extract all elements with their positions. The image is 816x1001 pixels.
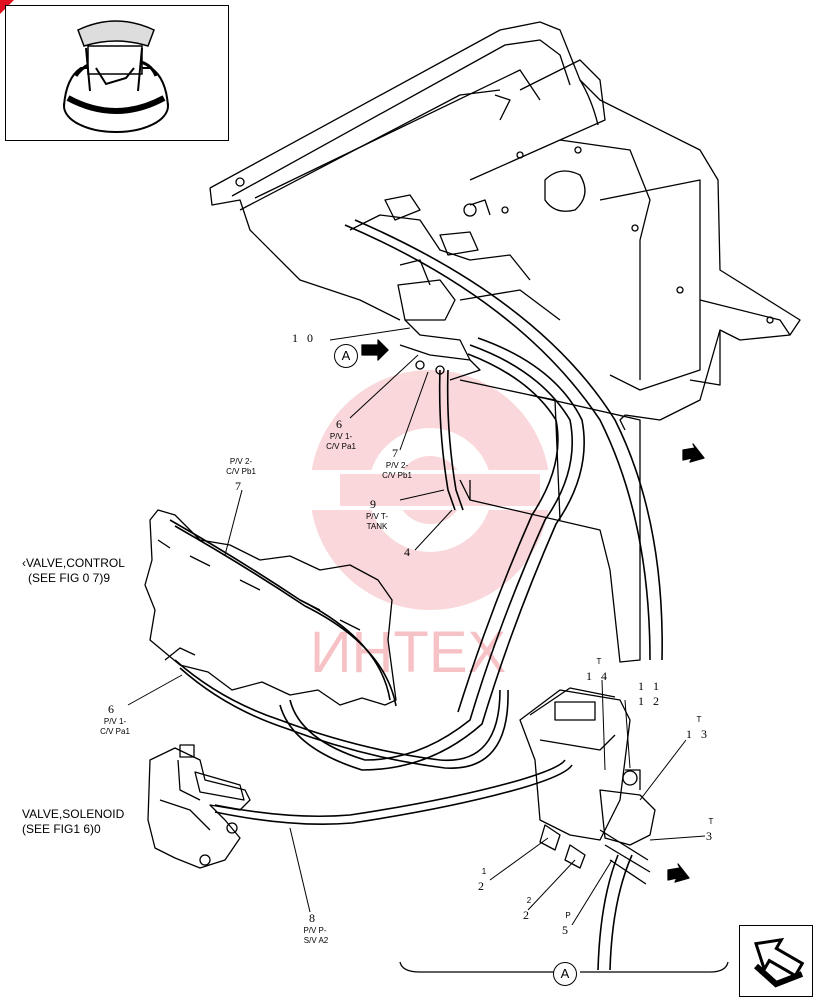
solenoid-valve-body (147, 744, 251, 869)
callout-2-second: 2 (523, 908, 532, 922)
tag-6-upper-line1: P/V 1- (329, 432, 353, 441)
callout-8: 8 (309, 911, 318, 925)
overview-thumbnail[interactable] (5, 5, 229, 141)
detail-a-bracket (399, 961, 729, 973)
tag-9-line2: TANK (366, 522, 388, 531)
callout-10: 1 0 (292, 331, 316, 345)
valve-control-label[interactable]: ‹VALVE,CONTROL (22, 556, 125, 570)
operator-seat-thumbnail-drawing (63, 20, 169, 133)
valve-control-ref[interactable]: (SEE FIG 0 7)9 (28, 571, 111, 585)
next-arrow-icon (753, 937, 805, 988)
tag-2-second: 2 (526, 896, 532, 905)
tag-7-upper-line1: P/V 2- (385, 461, 409, 470)
callout-4: 4 (404, 545, 413, 559)
tag-2-first: 1 (481, 867, 487, 876)
callout-12: 1 2 (638, 694, 662, 708)
tag-6-lower-line1: P/V 1- (103, 717, 127, 726)
callout-7-left: 7 (235, 479, 244, 493)
valve-solenoid-ref[interactable]: (SEE FIG1 6)0 (22, 822, 101, 836)
leader-lines (127, 327, 706, 926)
detail-a-marker-top[interactable]: A (334, 344, 358, 368)
control-valve-body (144, 509, 397, 706)
next-page-nav[interactable] (739, 925, 813, 997)
callout-11: 1 1 (638, 679, 662, 693)
tag-7-left-line1: P/V 2- (229, 457, 253, 466)
tag-14-t: T (596, 657, 602, 666)
tag-13-t: T (696, 715, 702, 724)
pilot-valve-block (519, 687, 656, 885)
tag-8-line1: P/V P- (303, 926, 327, 935)
watermark-text: ИНТЕХ (310, 620, 506, 685)
tag-3-t: T (708, 817, 714, 826)
callout-13: 1 3 (686, 727, 710, 741)
callout-3: 3 (706, 829, 715, 843)
tag-9-line1: P/V T- (365, 512, 389, 521)
watermark-logo (300, 370, 560, 610)
tag-5-p: P (565, 911, 571, 920)
view-arrow-a (361, 339, 389, 361)
tag-6-lower-line2: C/V Pa1 (100, 727, 130, 736)
upper-frame (209, 21, 801, 431)
valve-solenoid-label[interactable]: VALVE,SOLENOID (22, 807, 125, 821)
tag-7-upper-line2: C/V Pb1 (382, 471, 412, 480)
callout-14: 1 4 (586, 669, 610, 683)
callout-6-upper: 6 (336, 417, 345, 431)
pilot-bracket (397, 279, 481, 381)
tag-7-left-line2: C/V Pb1 (226, 467, 256, 476)
callout-7-upper: 7 (392, 446, 401, 460)
callout-9: 9 (370, 497, 379, 511)
direction-arrow-right-upper (682, 443, 705, 463)
tag-6-upper-line2: C/V Pa1 (326, 442, 356, 451)
callout-5: 5 (562, 923, 571, 937)
direction-arrow-right-lower (667, 863, 690, 883)
callout-6-lower: 6 (108, 702, 117, 716)
tag-8-line2: S/V A2 (303, 936, 329, 945)
callout-2-first: 2 (478, 879, 487, 893)
detail-a-marker-bottom[interactable]: A (553, 962, 577, 986)
